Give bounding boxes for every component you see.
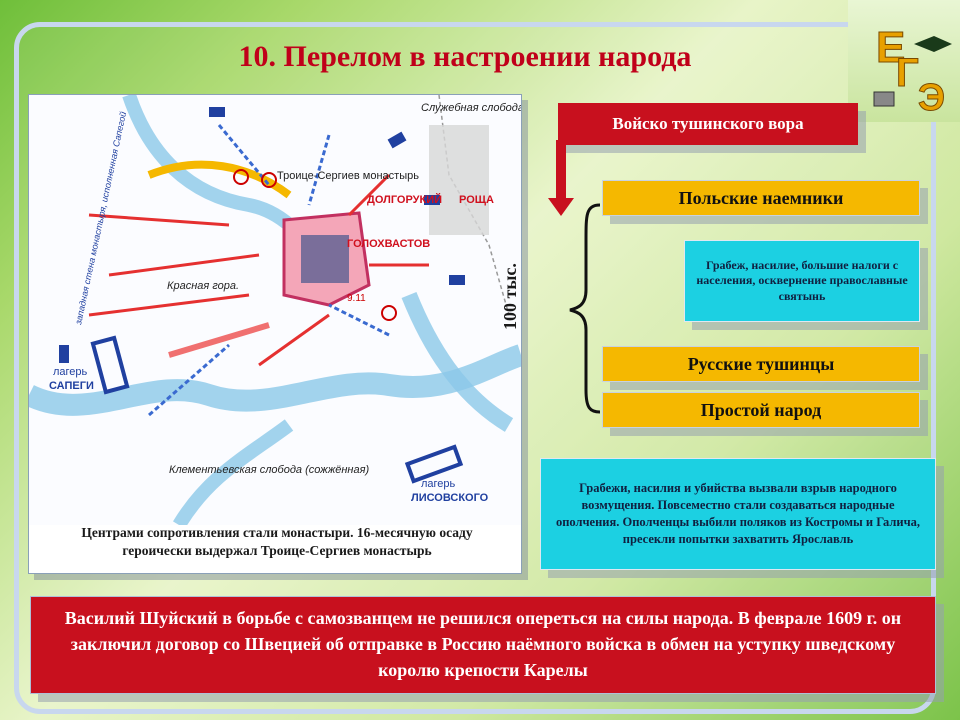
svg-text:Е: Е [876,23,905,72]
common-people: Простой народ [602,392,920,428]
page-title: 10. Перелом в настроении народа [238,40,692,73]
map-label-krasnaya-gora: Красная гора. [167,280,239,292]
map-label-dolgoruky: ДОЛГОРУКИЙ [367,193,442,206]
map-caption: Центрами сопротивления стали монастыри. … [81,525,473,559]
siege-map: Служебная слобода (сожжённая) Троице-Сер… [24,92,591,574]
polish-mercenaries: Польские наемники [602,180,920,216]
svg-text:Э: Э [918,77,945,119]
ege-logo: Е Г Э [848,0,960,122]
map-label-golokhvastov: ГОЛОХВАСТОВ [347,238,430,250]
bottom-summary: Василий Шуйский в борьбе с самозванцем н… [30,596,936,694]
map-label-lisovskogo: ЛИСОВСКОГО [411,492,489,504]
map-label-sluzhebnaya: Служебная слобода (сожжённая) [421,102,521,114]
army-size: 100 тыс. [500,263,520,330]
uprising-note: Грабежи, насилия и убийства вызвали взры… [540,458,936,570]
map-label-klementyevskaya: Клементьевская слобода (сожжённая) [169,464,369,476]
army-connector [548,140,601,414]
map-label-lisovskogo-camp: лагерь [421,478,456,490]
svg-text:Г: Г [896,51,919,95]
map-label-sapegi-camp: лагерь [53,366,88,378]
ege-logo-icon: Е Г Э [873,23,952,120]
map-label-date: 9.11 [347,293,366,304]
map-label-roshcha: РОЩА [459,194,494,206]
russian-tushintsy: Русские тушинцы [602,346,920,382]
map-illustration: Служебная слобода (сожжённая) Троице-Сер… [24,92,591,529]
army-header: Войско тушинского вора [558,103,858,145]
map-label-sapegi: САПЕГИ [49,380,94,392]
map-label-troitse: Троице-Сергиев монастырь [277,170,419,182]
polish-description: Грабеж, насилие, большие налоги с населе… [684,240,920,322]
